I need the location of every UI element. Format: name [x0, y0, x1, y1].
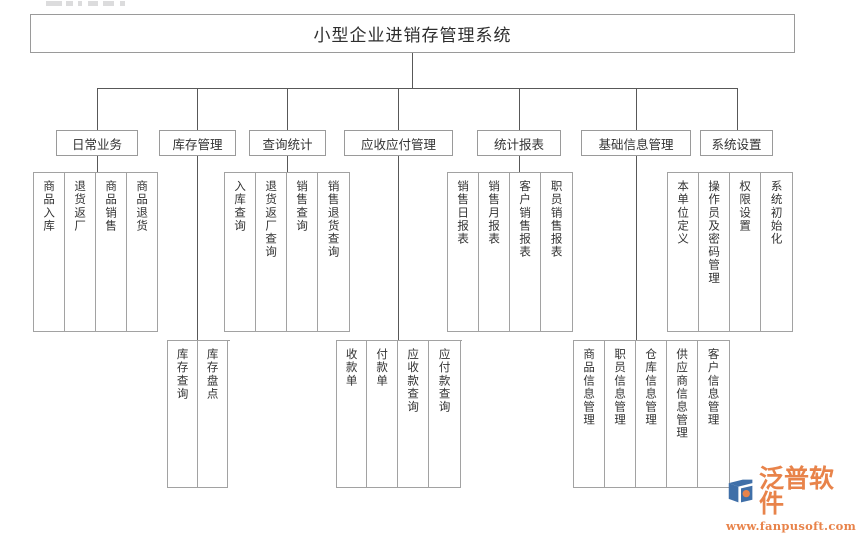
leaf-basic-information-management-1[interactable]: 职员信息管理 [604, 340, 636, 488]
node-label-query-statistics: 查询统计 [262, 136, 313, 152]
page-title: 小型企业进销存管理系统 [313, 26, 512, 46]
leaf-label: 销售退货查询 [326, 180, 341, 259]
leaf-label: 退货返厂查询 [264, 180, 279, 259]
leaf-statistical-reports-1[interactable]: 销售月报表 [478, 172, 510, 332]
leaf-label: 付款单 [375, 348, 390, 388]
leaf-label: 库存查询 [175, 348, 190, 401]
leaf-daily-business-1[interactable]: 退货返厂 [64, 172, 96, 332]
leaf-label: 退货返厂 [73, 180, 88, 233]
leaf-basic-information-management-3[interactable]: 供应商信息管理 [666, 340, 698, 488]
leaf-basic-information-management-2[interactable]: 仓库信息管理 [635, 340, 667, 488]
bus-drop-receivable-payable-management [398, 88, 399, 130]
leaf-label: 商品入库 [42, 180, 57, 233]
leaf-inventory-management-0[interactable]: 库存查询 [167, 340, 198, 488]
node-statistical-reports[interactable]: 统计报表 [477, 130, 561, 156]
leaf-receivable-payable-management-1[interactable]: 付款单 [366, 340, 398, 488]
leaf-receivable-payable-management-2[interactable]: 应收款查询 [397, 340, 429, 488]
bus-drop-daily-business [97, 88, 98, 130]
leaf-label: 职员信息管理 [613, 348, 628, 427]
leaf-label: 商品信息管理 [582, 348, 597, 427]
connector-basic-information-management [636, 156, 637, 340]
leaf-daily-business-2[interactable]: 商品销售 [95, 172, 127, 332]
leaf-label: 供应商信息管理 [675, 348, 690, 440]
leaf-receivable-payable-management-3[interactable]: 应付款查询 [428, 340, 461, 488]
watermark: 泛普软件 www.fanpusoft.com [726, 464, 856, 533]
leaf-label: 入库查询 [233, 180, 248, 233]
leaf-system-settings-3[interactable]: 系统初始化 [760, 172, 793, 332]
node-label-system-settings: 系统设置 [711, 136, 762, 152]
bus-drop-query-statistics [287, 88, 288, 130]
leaf-basic-information-management-0[interactable]: 商品信息管理 [573, 340, 605, 488]
leaf-label: 职员销售报表 [549, 180, 564, 259]
leaf-query-statistics-3[interactable]: 销售退货查询 [317, 172, 350, 332]
leaf-label: 应付款查询 [437, 348, 452, 414]
bus-drop-inventory-management [197, 88, 198, 130]
node-query-statistics[interactable]: 查询统计 [249, 130, 326, 156]
leaf-system-settings-1[interactable]: 操作员及密码管理 [698, 172, 730, 332]
leaf-statistical-reports-0[interactable]: 销售日报表 [447, 172, 479, 332]
leaf-label: 系统初始化 [769, 180, 784, 246]
connector-query-statistics [287, 156, 288, 173]
leaf-inventory-management-1[interactable]: 库存盘点 [197, 340, 228, 488]
node-system-settings[interactable]: 系统设置 [700, 130, 773, 156]
watermark-url: www.fanpusoft.com [726, 519, 857, 533]
node-daily-business[interactable]: 日常业务 [56, 130, 138, 156]
connector-receivable-payable-management [398, 156, 399, 340]
node-label-inventory-management: 库存管理 [172, 136, 223, 152]
leaf-query-statistics-0[interactable]: 入库查询 [224, 172, 256, 332]
node-basic-information-management[interactable]: 基础信息管理 [581, 130, 691, 156]
watermark-brand: 泛普软件 [759, 464, 835, 518]
root-title-box: 小型企业进销存管理系统 [30, 14, 795, 53]
leaf-label: 客户销售报表 [518, 180, 533, 259]
connector-inventory-management [197, 156, 198, 340]
leaf-label: 客户信息管理 [706, 348, 721, 427]
root-drop-line [412, 53, 413, 88]
leaf-system-settings-2[interactable]: 权限设置 [729, 172, 761, 332]
bus-drop-system-settings [737, 88, 738, 130]
leaf-label: 权限设置 [738, 180, 753, 233]
leaf-label: 操作员及密码管理 [707, 180, 722, 285]
leaf-query-statistics-2[interactable]: 销售查询 [286, 172, 318, 332]
leaf-receivable-payable-management-0[interactable]: 收款单 [336, 340, 367, 488]
node-label-basic-information-management: 基础信息管理 [598, 136, 674, 152]
leaf-label: 商品销售 [104, 180, 119, 233]
leaf-label: 销售查询 [295, 180, 310, 233]
leaf-query-statistics-1[interactable]: 退货返厂查询 [255, 172, 287, 332]
page-header-artifact [46, 1, 132, 7]
leaf-label: 本单位定义 [676, 180, 691, 246]
leaf-label: 应收款查询 [406, 348, 421, 414]
node-label-statistical-reports: 统计报表 [493, 136, 544, 152]
node-receivable-payable-management[interactable]: 应收应付管理 [344, 130, 453, 156]
node-inventory-management[interactable]: 库存管理 [159, 130, 236, 156]
leaf-statistical-reports-3[interactable]: 职员销售报表 [540, 172, 573, 332]
leaf-label: 销售日报表 [456, 180, 471, 246]
bus-drop-statistical-reports [519, 88, 520, 130]
node-label-receivable-payable-management: 应收应付管理 [360, 136, 436, 152]
leaf-daily-business-0[interactable]: 商品入库 [33, 172, 65, 332]
node-label-daily-business: 日常业务 [71, 136, 122, 152]
bus-drop-basic-information-management [636, 88, 637, 130]
level2-bus-line [97, 88, 738, 89]
leaf-daily-business-3[interactable]: 商品退货 [126, 172, 158, 332]
leaf-label: 库存盘点 [205, 348, 220, 401]
leaf-label: 收款单 [344, 348, 359, 388]
leaf-statistical-reports-2[interactable]: 客户销售报表 [509, 172, 541, 332]
leaf-label: 商品退货 [135, 180, 150, 233]
connector-daily-business [97, 156, 98, 173]
leaf-label: 仓库信息管理 [644, 348, 659, 427]
leaf-label: 销售月报表 [487, 180, 502, 246]
leaf-basic-information-management-4[interactable]: 客户信息管理 [697, 340, 730, 488]
connector-statistical-reports [519, 156, 520, 173]
leaf-system-settings-0[interactable]: 本单位定义 [667, 172, 699, 332]
fanpu-logo-icon [728, 479, 753, 503]
